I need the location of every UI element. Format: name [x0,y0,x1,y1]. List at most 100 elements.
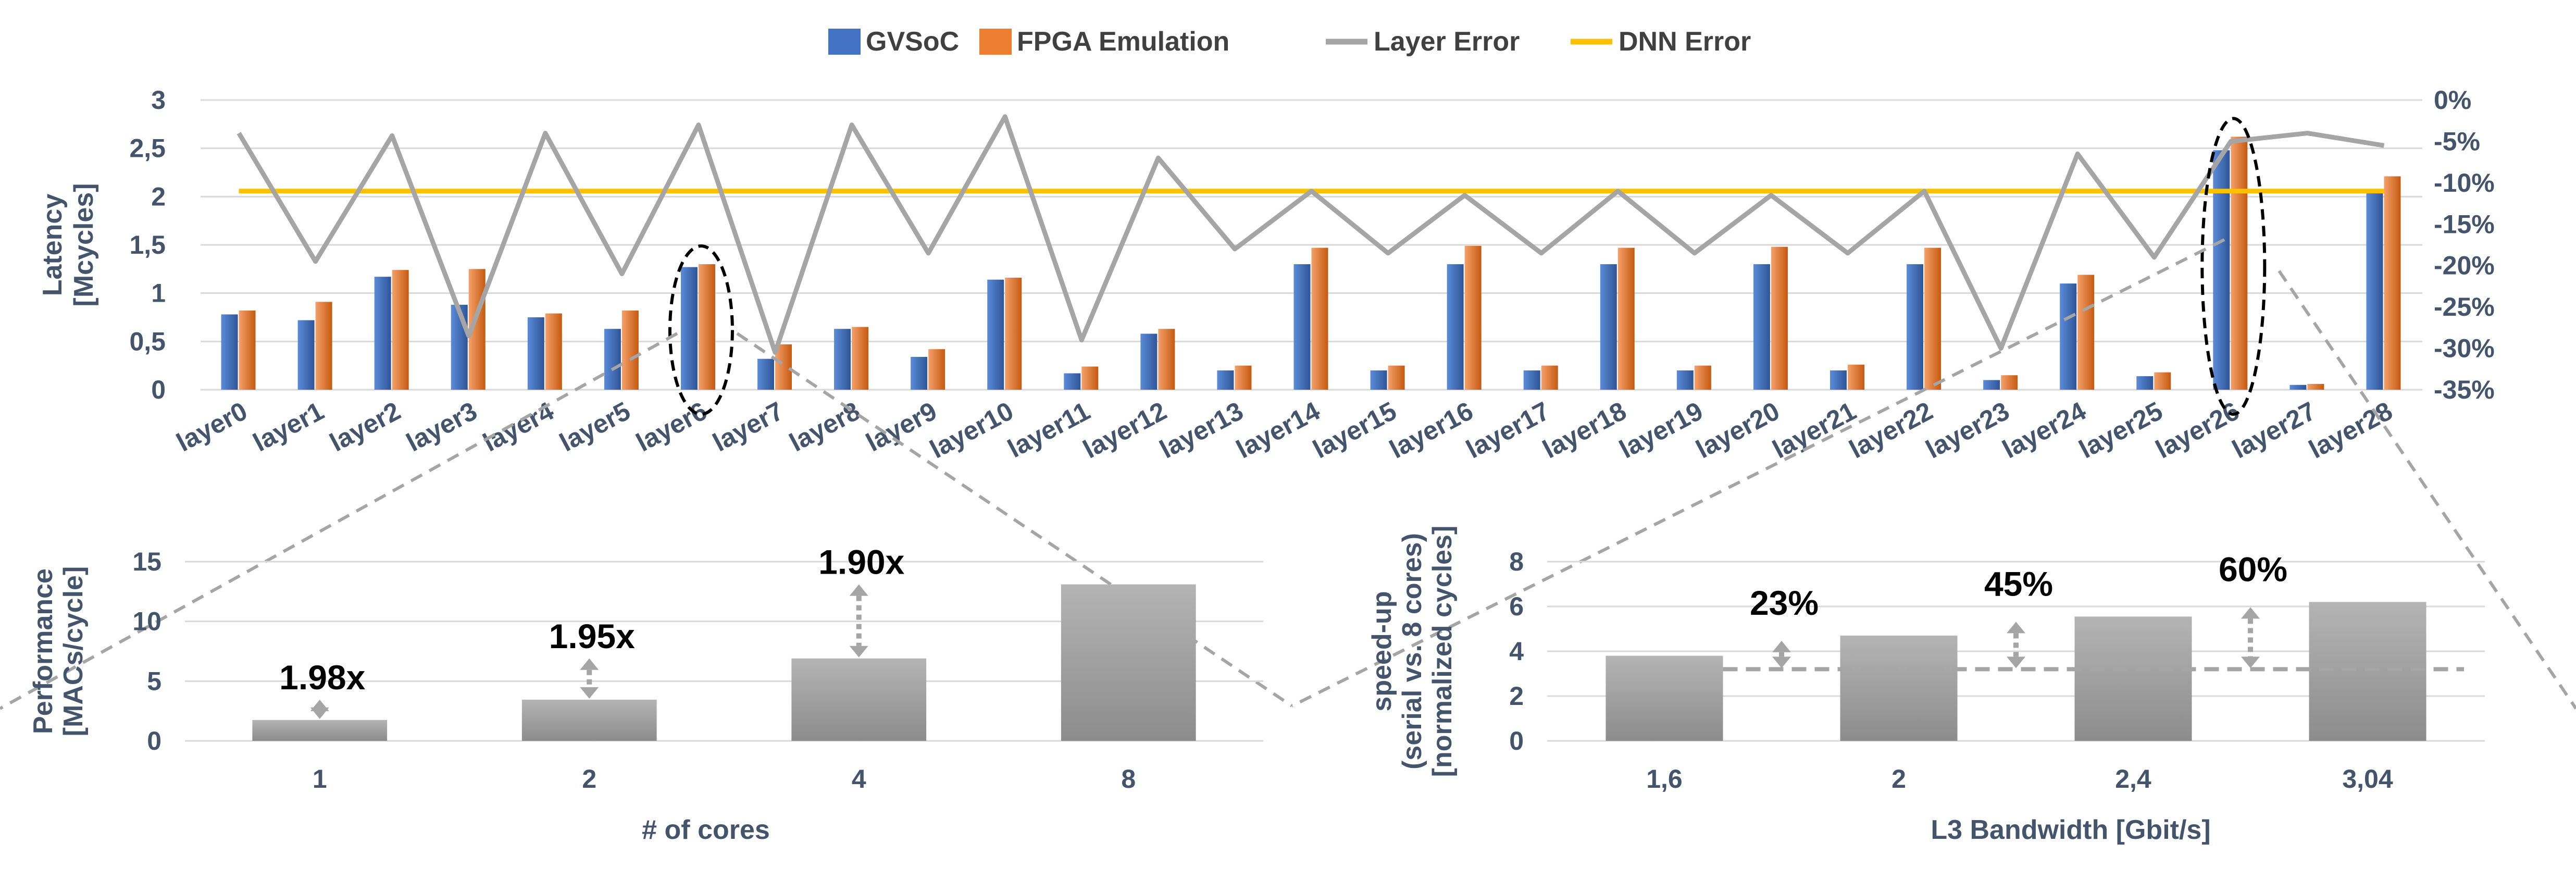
performance-bars [252,584,1196,741]
gain-annotation: 23% [1750,584,1819,622]
zoom-connectors [0,238,2576,710]
cores-x-label: # of cores [642,815,770,845]
performance-x-tick: 8 [1121,764,1136,794]
gain-arrow [2241,607,2260,668]
fpga-bar [621,311,639,390]
connector-left-1 [0,332,678,710]
latency-y-tick: 0,5 [129,327,166,356]
layer-x-tick: layer8 [785,396,865,457]
layer-x-tick: layer27 [2227,396,2321,464]
gvsoc-bar [1217,370,1234,390]
fpga-bar [1081,366,1099,390]
layer-x-tick: layer17 [1461,396,1554,464]
layer-x-tick: layer18 [1538,396,1631,464]
connector-right-2 [2278,270,2576,710]
gvsoc-bar [2060,283,2077,390]
speedup-y-tick: 2 [1509,681,1524,711]
gvsoc-bar [2136,376,2154,390]
fpga-bar [775,344,792,390]
arrow-head-down [849,646,868,658]
performance-y-tick: 5 [147,666,161,696]
error-y-tick: -5% [2434,127,2480,156]
legend: GVSoC FPGA Emulation Layer Error DNN Err… [828,27,1751,57]
layer-x-tick: layer2 [325,396,405,457]
fpga-bar [545,313,562,390]
legend-label-gvsoc: GVSoC [866,27,959,57]
fpga-bar [1771,246,1788,390]
layer-x-tick: layer24 [1998,396,2091,464]
layer-x-tick: layer7 [708,396,788,457]
gvsoc-bar [451,304,468,390]
gain-arrow [1772,640,1791,668]
fpga-bar [2154,372,2171,390]
fpga-bar [928,349,945,390]
speedup-x-tick: 1,6 [1646,764,1683,794]
error-y-tick: -20% [2434,251,2495,280]
legend-label-layer-error: Layer Error [1374,27,1520,57]
speedup-x-tick: 2,4 [2115,764,2151,794]
error-y-tick: -30% [2434,334,2495,363]
gvsoc-bar [680,267,698,390]
fpga-bar [315,302,332,390]
layer-x-tick: layer25 [2074,396,2168,464]
fpga-bar [1235,365,1252,390]
fpga-bar [2307,383,2324,390]
gain-annotations: 23%45%60% [1750,550,2287,622]
scaling-arrow [580,658,599,699]
layer-x-tick: layer6 [631,396,712,457]
error-lines [237,114,2385,355]
bandwidth-x-label: L3 Bandwidth [Gbit/s] [1931,815,2210,845]
gvsoc-bar [1830,370,1847,390]
gain-arrow [2007,622,2025,668]
fpga-bar [1694,365,1711,390]
legend-label-dnn-error: DNN Error [1619,27,1751,57]
scaling-annotation: 1.98x [279,658,365,697]
speedup-bars [1606,602,2426,741]
highlight-ellipses [668,117,2267,416]
error-y-tick: -15% [2434,209,2495,239]
gvsoc-bar [1447,264,1464,390]
gvsoc-bar [527,317,544,390]
gvsoc-bar [757,358,775,390]
layer-x-tick: layer12 [1078,396,1172,464]
gvsoc-bar [1600,264,1617,390]
speedup-y-tick: 4 [1509,637,1524,666]
gvsoc-bar [2289,385,2307,390]
arrow-head-down [580,687,599,699]
latency-y-tick: 0 [151,375,166,404]
layer-x-tick: layer28 [2304,396,2397,464]
performance-y-tick: 10 [132,607,161,636]
performance-bar [252,720,388,741]
gvsoc-bar [911,356,928,390]
performance-y-label-line: [MACs/cycle] [58,566,89,737]
speedup-x-tick: 3,04 [2342,764,2393,794]
fpga-bar [1005,278,1022,390]
layer-x-tick: layer16 [1385,396,1478,464]
arrow-head-down [1772,656,1791,668]
scaling-annotation: 1.95x [549,617,635,655]
layer-x-tick: layer13 [1155,396,1248,464]
arrow-head-up [1772,640,1791,652]
latency-y-tick: 1,5 [129,230,166,259]
latency-y-ticks: 00,511,522,53 [129,85,166,404]
latency-y-label-line: [Mcycles] [69,183,99,307]
speedup-y-tick: 0 [1509,726,1524,755]
speedup-bar [1840,635,1958,741]
gvsoc-bar [1370,370,1387,390]
error-y-ticks: 0%-5%-10%-15%-20%-25%-30%-35% [2434,85,2495,404]
fpga-bar [1464,245,1482,390]
layer-x-tick: layer10 [925,396,1018,464]
gvsoc-bar [1293,264,1311,390]
latency-y-tick: 2 [151,182,166,211]
layer-x-tick: layer0 [172,396,252,457]
performance-bar [1061,584,1196,741]
gvsoc-bar [1676,370,1694,390]
layer-x-tick: layer1 [248,396,329,457]
arrow-head-up [580,658,599,670]
highlight-ellipse [2200,117,2267,416]
gain-annotation: 60% [2219,550,2287,588]
error-y-tick: 0% [2434,85,2471,115]
